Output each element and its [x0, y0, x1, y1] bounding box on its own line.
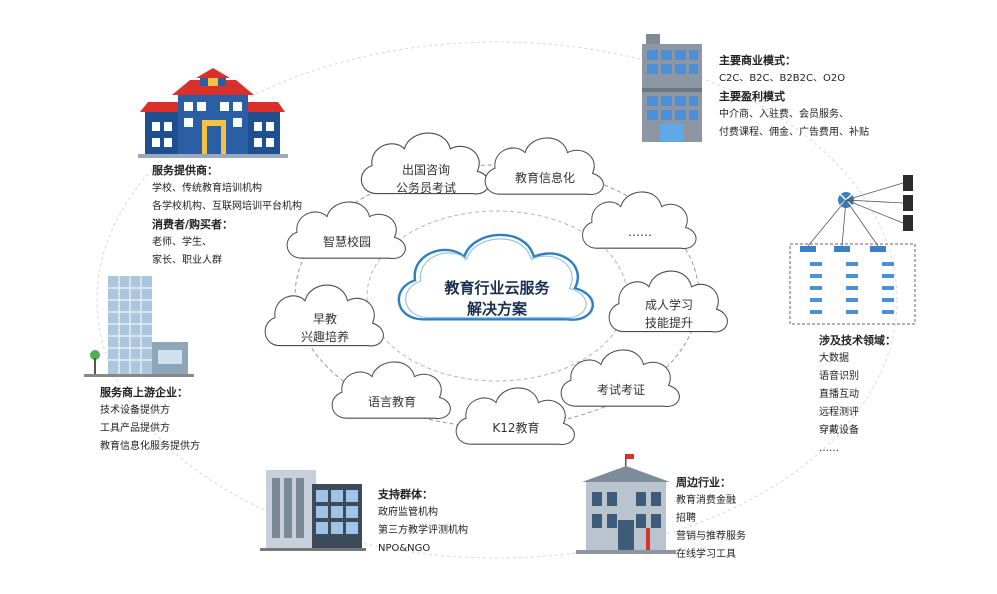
consumers-heading: 消费者/购买者：	[152, 218, 234, 231]
cloud-kaoshi	[560, 349, 681, 408]
upstream-line2: 工具产品提供方	[100, 423, 170, 434]
tech-block: 涉及技术领域： 大数据 语音识别 直播互动 远程测评 穿戴设备 ……	[819, 332, 896, 458]
support-line2: 第三方教学评测机构	[378, 525, 468, 536]
business-model-block: 主要商业模式： C2C、B2C、B2B2C、O2O 主要盈利模式 中介商、入驻费…	[719, 52, 869, 142]
providers-heading: 服务提供商：	[152, 164, 218, 177]
tech-heading: 涉及技术领域：	[819, 334, 896, 347]
providers-block: 服务提供商： 学校、传统教育培训机构 各学校机构、互联网培训平台机构 消费者/购…	[152, 162, 302, 270]
profit-model-line1: 中介商、入驻费、会员服务、	[719, 109, 849, 120]
school-building-icon	[138, 68, 288, 158]
support-heading: 支持群体：	[378, 488, 433, 501]
consumers-line1: 老师、学生、	[152, 237, 212, 248]
outer-ring	[96, 41, 898, 559]
business-model-list: C2C、B2C、B2B2C、O2O	[719, 73, 846, 84]
providers-line1: 学校、传统教育培训机构	[152, 183, 262, 194]
peripheral-line2: 招聘	[676, 513, 696, 524]
cloud-k12-label: K12教育	[492, 420, 539, 435]
support-line3: NPO&NGO	[378, 543, 431, 554]
cloud-yuyan-label: 语言教育	[368, 394, 416, 409]
cloud-xinxihua	[484, 137, 605, 196]
support-line1: 政府监管机构	[378, 507, 438, 518]
center-title-line2: 解决方案	[467, 300, 528, 318]
peripheral-line3: 营销与推荐服务	[676, 531, 746, 542]
cloud-chengren-line2: 技能提升	[645, 315, 693, 330]
cloud-zaojiao-line1: 早教	[313, 311, 337, 326]
tech-line6: ……	[819, 443, 839, 454]
center-title-line1: 教育行业云服务	[443, 279, 550, 297]
business-model-heading: 主要商业模式：	[719, 54, 796, 67]
network-diagram-icon	[789, 175, 916, 325]
cloud-kaoshi-label: 考试考证	[597, 382, 645, 397]
tech-line2: 语音识别	[819, 371, 859, 382]
cloud-zhihui	[286, 201, 407, 260]
office-tower-icon	[642, 34, 702, 142]
cloud-more	[581, 191, 697, 250]
upstream-block: 服务商上游企业： 技术设备提供方 工具产品提供方 教育信息化服务提供方	[100, 384, 200, 456]
cloud-k12	[455, 387, 576, 446]
support-buildings-icon	[260, 470, 366, 551]
cloud-more-label: ……	[628, 225, 652, 239]
tech-line1: 大数据	[819, 353, 849, 364]
upstream-line1: 技术设备提供方	[100, 405, 170, 416]
upstream-line3: 教育信息化服务提供方	[100, 441, 200, 452]
tech-line4: 远程测评	[819, 407, 859, 418]
peripheral-heading: 周边行业：	[676, 476, 731, 489]
upstream-building-icon	[84, 276, 194, 377]
cloud-chengren-line1: 成人学习	[645, 297, 693, 312]
tech-line5: 穿戴设备	[819, 425, 859, 436]
peripheral-block: 周边行业： 教育消费金融 招聘 营销与推荐服务 在线学习工具	[676, 474, 746, 564]
providers-line2: 各学校机构、互联网培训平台机构	[152, 201, 302, 212]
peripheral-line1: 教育消费金融	[676, 495, 736, 506]
peripheral-line4: 在线学习工具	[676, 549, 736, 560]
upstream-heading: 服务商上游企业：	[100, 386, 188, 399]
support-block: 支持群体： 政府监管机构 第三方教学评测机构 NPO&NGO	[378, 486, 468, 558]
cloud-zhihui-label: 智慧校园	[323, 234, 371, 249]
government-building-icon	[576, 454, 676, 554]
profit-model-line2: 付费课程、佣金、广告费用、补贴	[719, 127, 869, 138]
cloud-xinxihua-label: 教育信息化	[515, 170, 575, 185]
cloud-zaojiao-line2: 兴趣培养	[301, 329, 349, 344]
consumers-line2: 家长、职业人群	[152, 255, 222, 266]
cloud-chuguo-line1: 出国咨询	[402, 162, 450, 177]
cloud-chuguo-line2: 公务员考试	[396, 180, 456, 195]
tech-line3: 直播互动	[819, 389, 859, 400]
profit-model-heading: 主要盈利模式	[719, 90, 785, 103]
cloud-yuyan	[331, 361, 452, 420]
